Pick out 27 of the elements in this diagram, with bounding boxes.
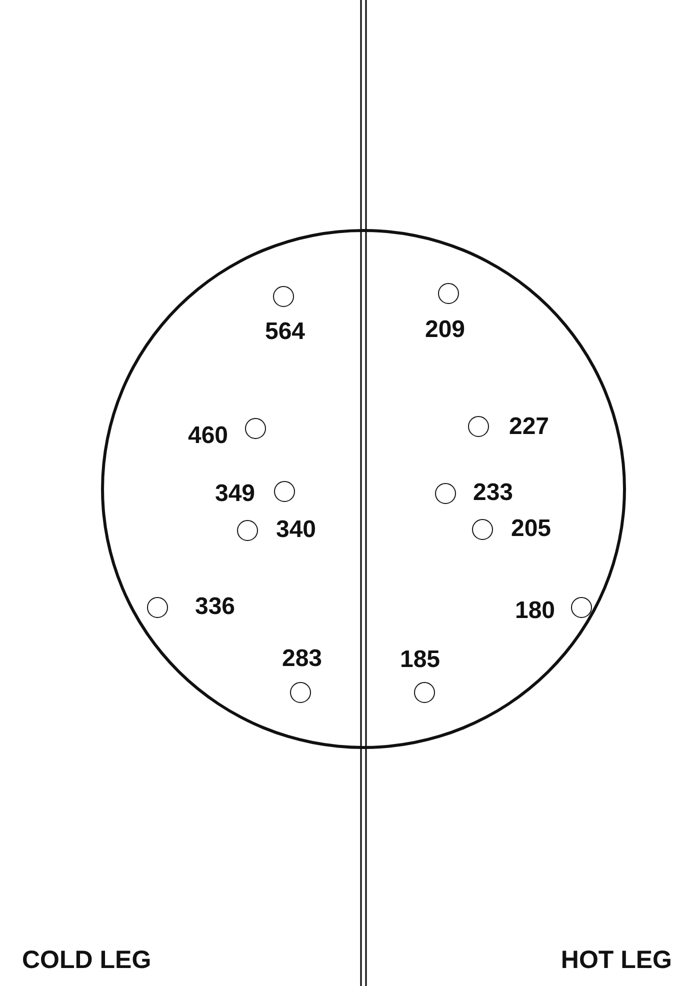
temperature-value: 349	[214, 482, 256, 506]
temperature-value: 336	[194, 595, 236, 619]
measurement-point-circle	[434, 482, 456, 504]
temperature-value: 185	[400, 648, 440, 672]
temperature-value: 340	[276, 518, 316, 542]
measurement-point-circle	[414, 682, 434, 702]
measurement-point-circle	[290, 682, 310, 702]
measurement-point-circle	[468, 416, 488, 436]
measurement-point-circle	[236, 520, 258, 540]
temperature-value: 180	[514, 599, 556, 623]
large-circle	[101, 229, 626, 749]
temperature-value: 227	[508, 415, 550, 439]
measurement-point-circle	[146, 596, 168, 618]
measurement-point-circle	[274, 480, 294, 502]
measurement-point-circle	[244, 418, 266, 438]
leg-label: HOT LEG	[560, 946, 672, 975]
temperature-value: 205	[510, 517, 552, 541]
temperature-value: 283	[282, 647, 322, 671]
measurement-point-circle	[570, 596, 592, 618]
measurement-point-circle	[438, 282, 458, 304]
leg-label: COLD LEG	[22, 946, 152, 975]
temperature-value: 564	[264, 320, 306, 344]
temperature-value: 233	[472, 481, 514, 505]
measurement-point-circle	[272, 286, 294, 306]
temperature-value: 209	[424, 318, 466, 342]
measurement-point-circle	[472, 518, 492, 540]
temperature-value: 460	[188, 424, 228, 448]
